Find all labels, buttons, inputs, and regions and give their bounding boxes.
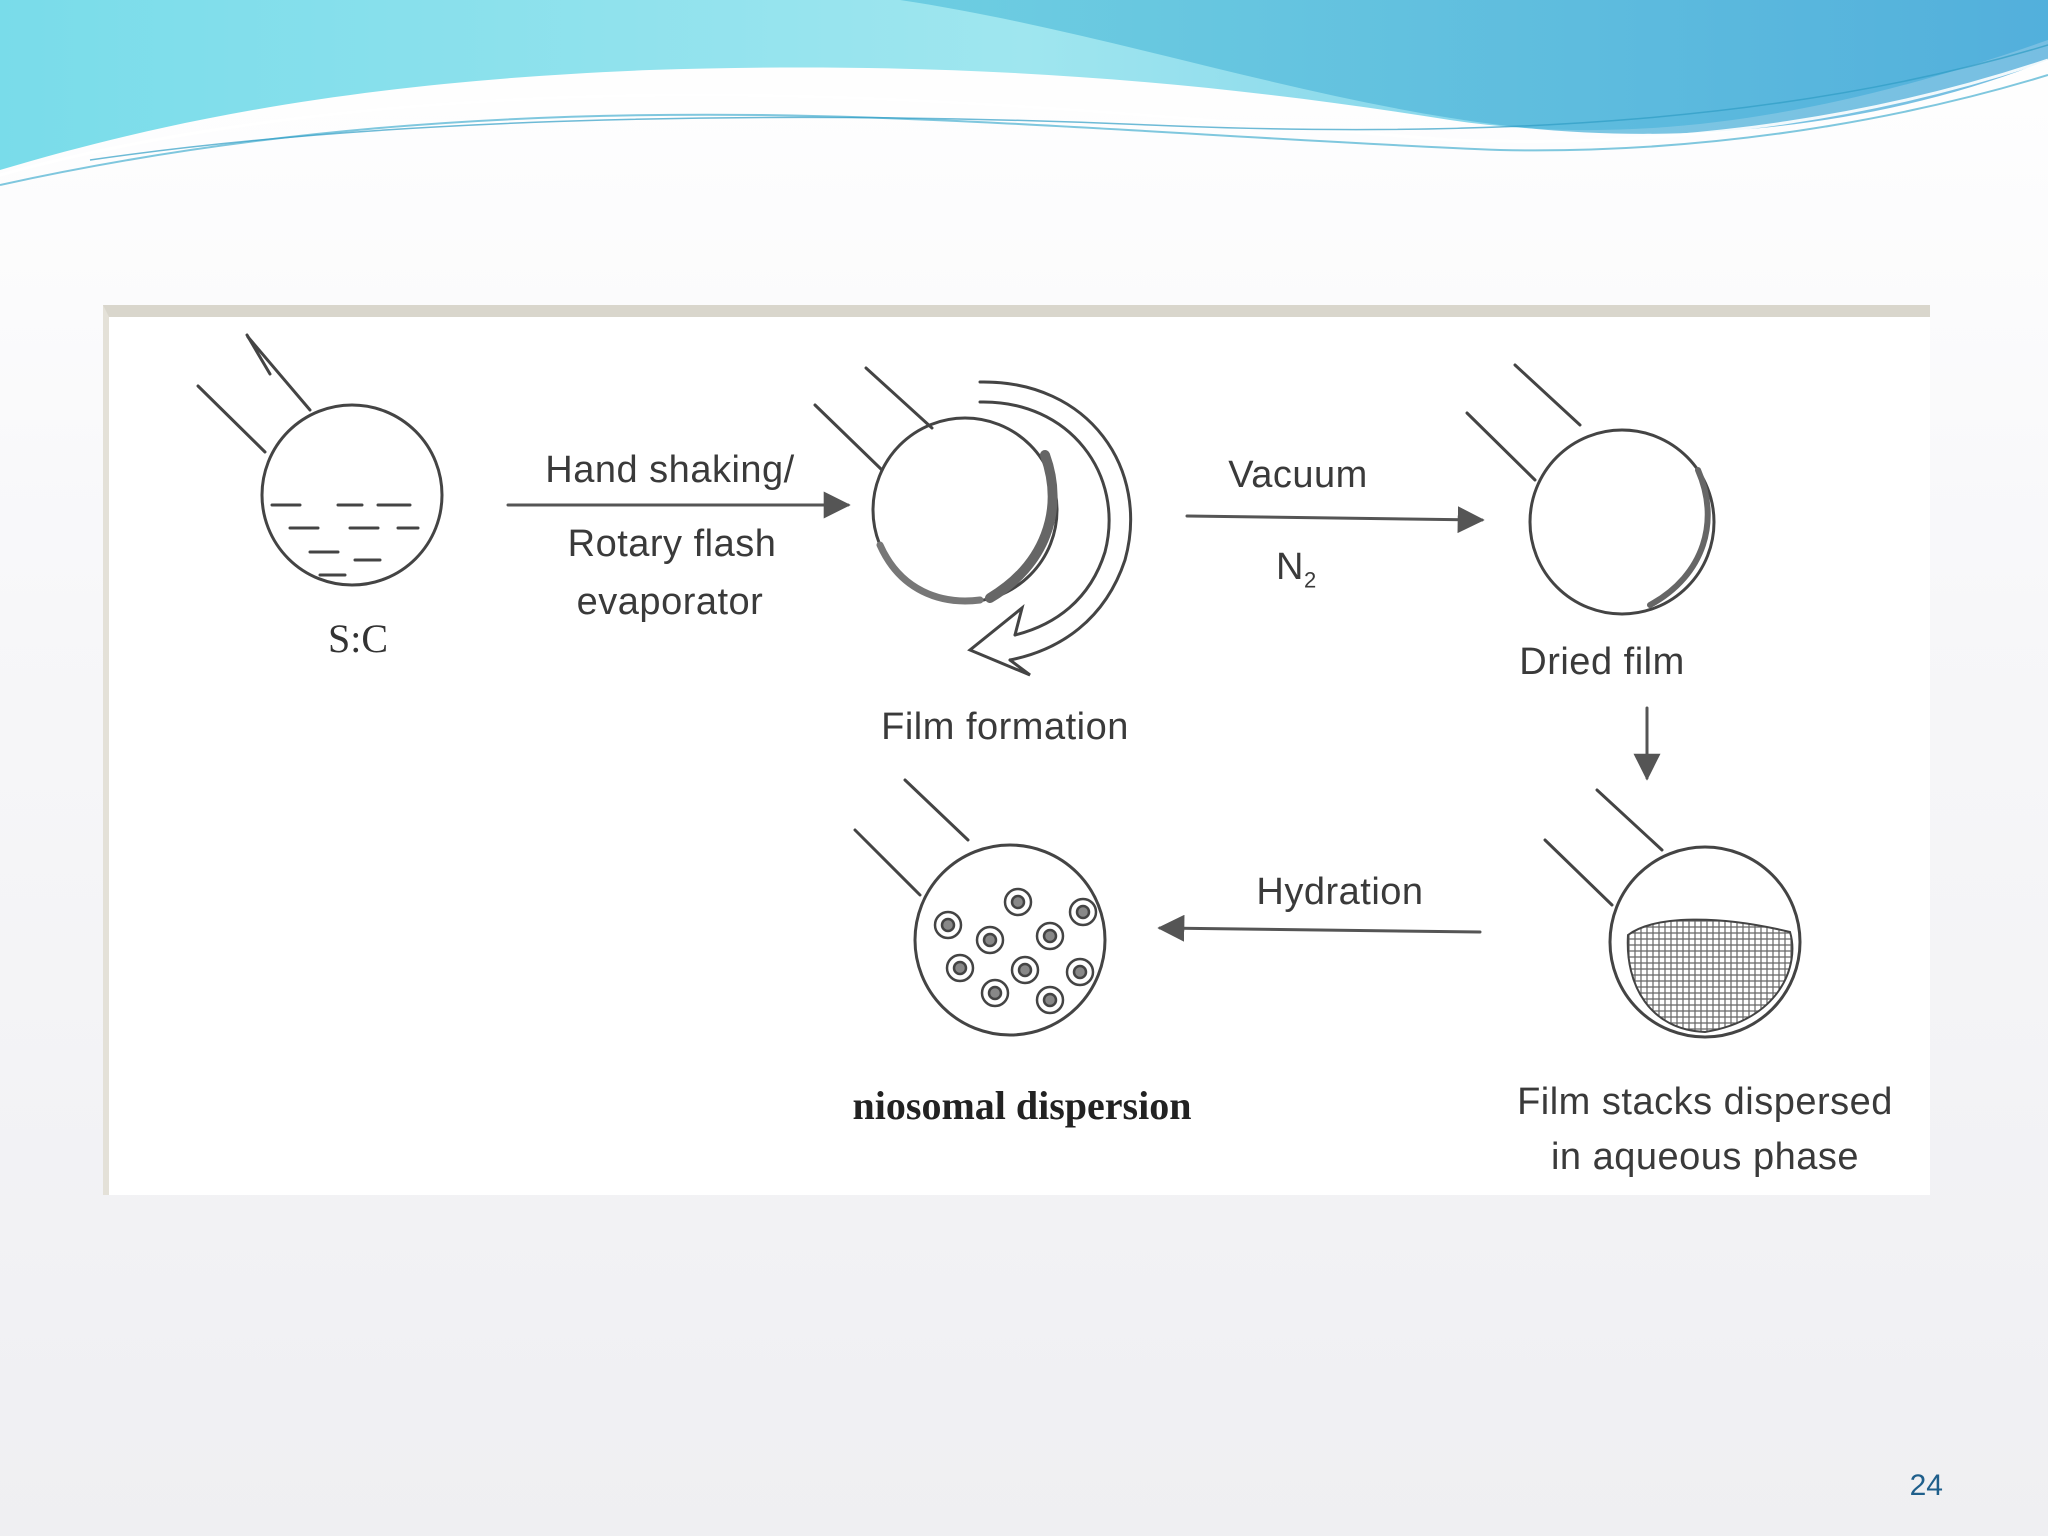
start-label: S:C — [327, 616, 389, 661]
flask-solution-icon — [196, 333, 444, 587]
flask-film-stacks-icon — [1543, 788, 1802, 1039]
nitrogen-label: N2 — [1276, 545, 1317, 594]
film-stacks-label-line1: Film stacks dispersed — [1517, 1081, 1893, 1123]
film-stacks-hatch — [1626, 918, 1794, 1034]
hydration-label: Hydration — [1256, 871, 1424, 913]
film-stacks-label-line2: in aqueous phase — [1550, 1136, 1860, 1178]
niosomal-dispersion-label: niosomal dispersion — [852, 1083, 1192, 1128]
step1-label-line2: Rotary flash — [567, 523, 777, 565]
flask-niosomal-dispersion-icon — [853, 778, 1107, 1037]
step1-label-line3: evaporator — [576, 581, 764, 623]
film-formation-label: Film formation — [881, 706, 1129, 748]
nitrogen-symbol: N — [1276, 546, 1304, 588]
rotation-arrow-icon — [967, 380, 1133, 677]
header-wave-decoration — [0, 0, 2048, 186]
dried-film-label: Dried film — [1519, 641, 1685, 683]
flask-film-formation-icon — [813, 366, 1059, 605]
arrow-to-dried-film — [1185, 506, 1485, 534]
niosome-vesicles — [933, 887, 1098, 1015]
nitrogen-subscript: 2 — [1303, 567, 1317, 593]
step1-label-line1: Hand shaking/ — [545, 449, 795, 491]
arrow-hydration — [1157, 914, 1482, 942]
vacuum-label: Vacuum — [1228, 454, 1368, 496]
page-number: 24 — [1909, 1469, 1943, 1502]
flask-dried-film-icon — [1465, 363, 1716, 616]
figure-panel — [103, 305, 1930, 1195]
